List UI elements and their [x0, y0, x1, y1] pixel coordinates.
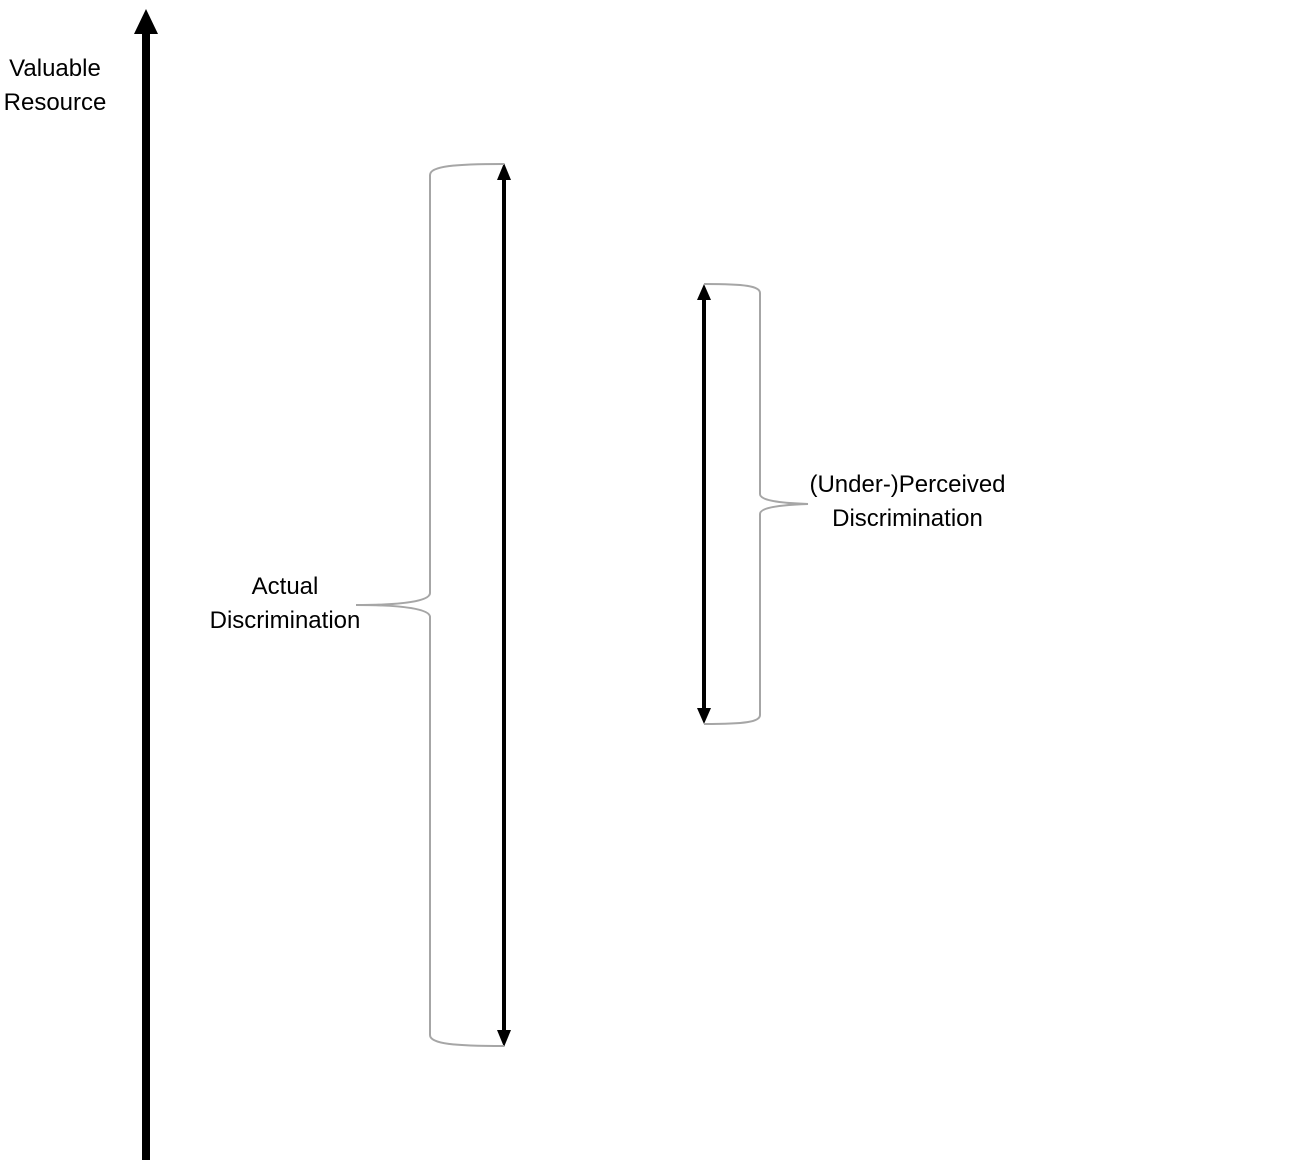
- axis-arrowhead: [134, 9, 158, 34]
- perceived-discrimination-arrow: [697, 284, 711, 724]
- actual-discrimination-arrow: [497, 163, 511, 1047]
- perceived-discrimination-label-line1: (Under-)Perceived: [809, 471, 1006, 498]
- perceived-arrow-top-head: [697, 284, 711, 300]
- actual-discrimination-label: Actual Discrimination: [190, 570, 380, 638]
- actual-discrimination-label-line1: Actual: [251, 573, 319, 600]
- actual-arrow-top-head: [497, 163, 511, 180]
- valuable-resource-label-line2: Resource: [3, 89, 107, 116]
- perceived-discrimination-label: (Under-)Perceived Discrimination: [800, 468, 1015, 536]
- valuable-resource-axis: [134, 9, 158, 1160]
- perceived-discrimination-label-line2: Discrimination: [832, 505, 983, 532]
- perceived-arrow-bottom-head: [697, 708, 711, 724]
- perceived-discrimination-brace: [703, 283, 809, 725]
- actual-discrimination-brace: [355, 163, 505, 1047]
- valuable-resource-label-line1: Valuable: [9, 55, 101, 82]
- actual-discrimination-label-line2: Discrimination: [209, 607, 361, 634]
- valuable-resource-label: Valuable Resource: [0, 52, 110, 120]
- actual-arrow-bottom-head: [497, 1030, 511, 1047]
